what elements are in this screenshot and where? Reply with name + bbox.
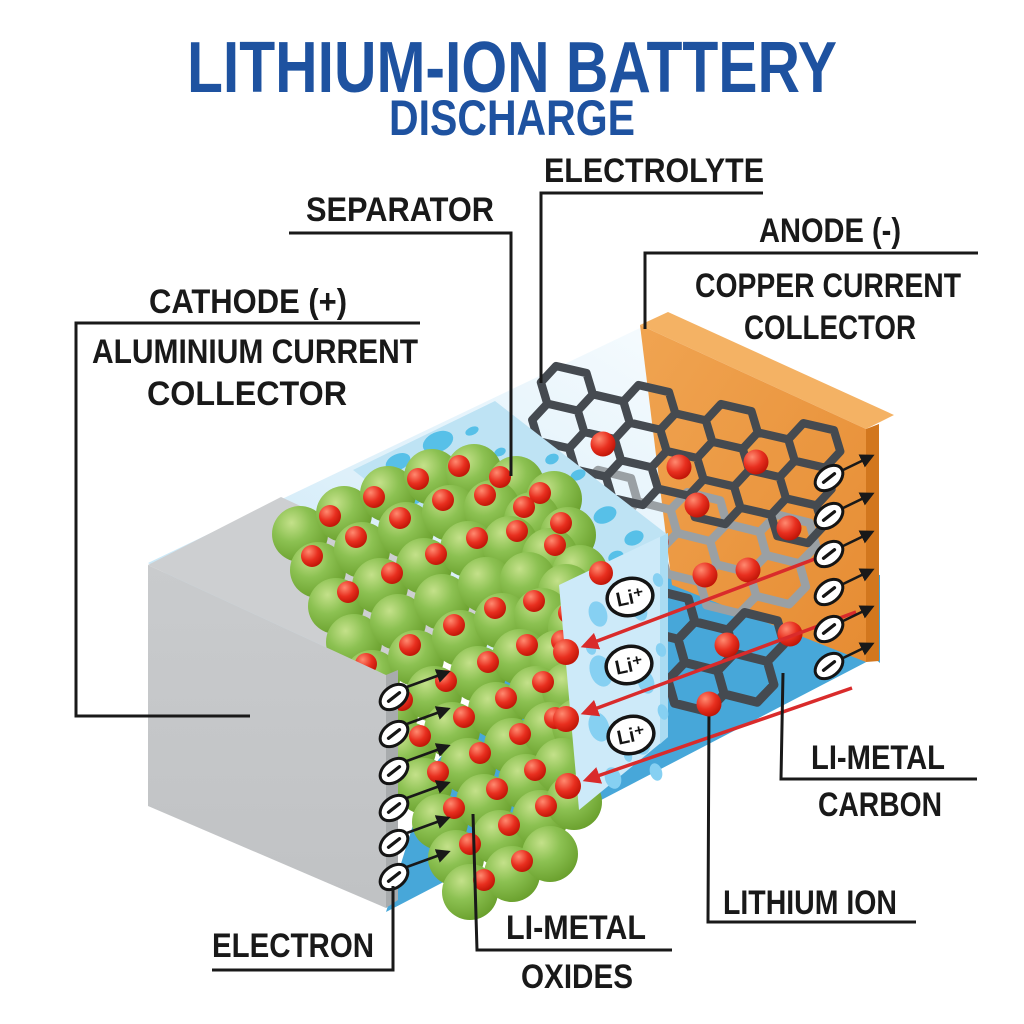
label-aluminium-collector-line1: ALUMINIUM CURRENT <box>92 333 418 371</box>
lithium-flow-arrow <box>580 552 829 650</box>
electron-flow-anode <box>808 454 875 686</box>
label-copper-collector-line2: COLLECTOR <box>744 309 916 347</box>
leader-line-lithium-ion <box>706 705 916 924</box>
label-li-metal-oxides-line2: OXIDES <box>521 958 633 996</box>
lithium-ion-ball <box>589 561 613 585</box>
label-aluminium-collector-line2: COLLECTOR <box>147 375 347 413</box>
leader-line-electron <box>212 886 395 972</box>
lithium-ion-symbol: Li⁺ <box>604 644 654 686</box>
lithium-ion-ball <box>553 706 579 732</box>
lithium-flow-arrow <box>580 610 857 717</box>
label-copper-collector-line1: COPPER CURRENT <box>695 267 961 305</box>
lithium-ion-pointed <box>696 691 722 717</box>
label-electrolyte: ELECTROLYTE <box>544 152 764 190</box>
label-li-metal-oxides-line1: LI-METAL <box>506 909 646 947</box>
lithium-ion-ball <box>553 639 579 665</box>
lithium-ion-ball <box>555 773 581 799</box>
label-separator: SEPARATOR <box>306 191 494 229</box>
leader-line-separator <box>289 231 513 476</box>
lithium-ion-symbol: Li⁺ <box>606 714 656 756</box>
leader-line-li-metal-oxides <box>471 813 672 952</box>
lithium-ion-symbol: Li⁺ <box>605 576 655 618</box>
leader-line-electrolyte <box>539 191 763 383</box>
leader-line-aluminium-collector <box>74 321 420 718</box>
label-li-metal-carbon-line1: LI-METAL <box>811 739 945 777</box>
lithium-ion-migration: Li⁺ Li⁺ Li⁺ <box>553 552 857 799</box>
page-subtitle: DISCHARGE <box>389 90 635 146</box>
leader-line-li-metal-carbon <box>779 672 977 781</box>
leader-line-copper-collector <box>643 251 978 329</box>
label-lithium-ion: LITHIUM ION <box>723 884 897 922</box>
page-title: LITHIUM-ION BATTERY <box>187 28 837 108</box>
label-anode: ANODE (-) <box>759 212 901 250</box>
lithium-flow-arrow <box>582 686 853 784</box>
label-electron: ELECTRON <box>212 927 374 965</box>
label-li-metal-carbon-line2: CARBON <box>818 786 942 824</box>
electron-flow-cathode <box>373 669 451 897</box>
label-cathode: CATHODE (+) <box>149 283 347 321</box>
